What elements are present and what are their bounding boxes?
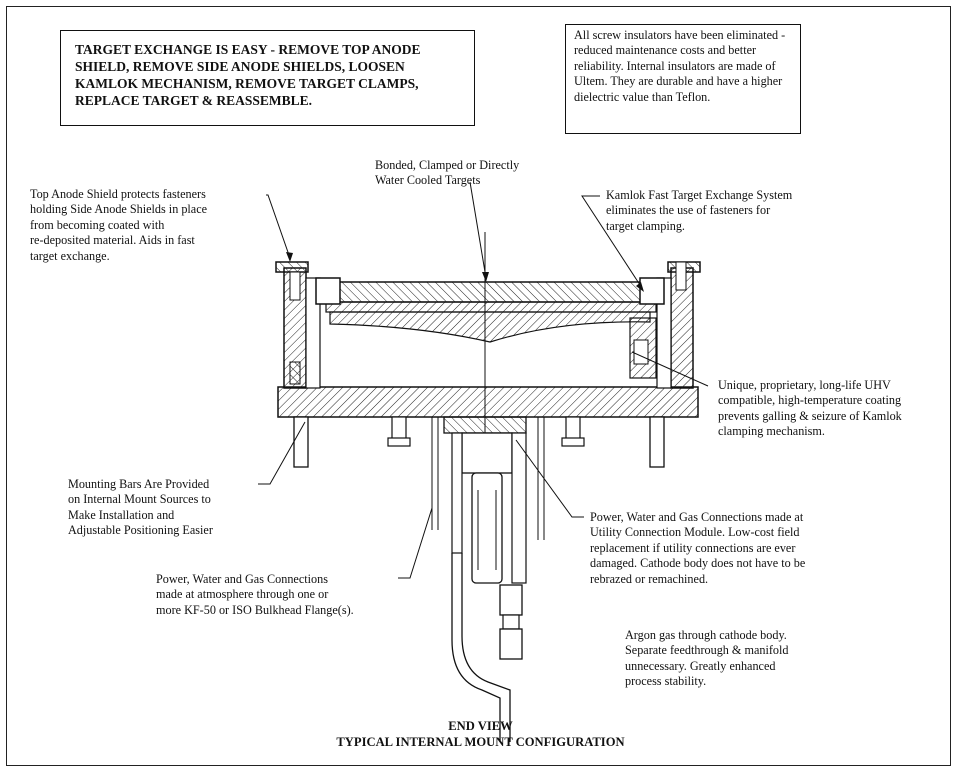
target-backing [325, 301, 657, 313]
right-mounting-bar [649, 416, 665, 468]
leader-coating [631, 351, 709, 387]
insulator-note-text: All screw insulators have been eliminate… [574, 28, 786, 104]
cathode-base-plate [277, 386, 699, 418]
utility-body [461, 432, 513, 474]
callout-atmosphere-connections: Power, Water and Gas Connections made at… [156, 572, 354, 617]
leader-mounting [258, 421, 306, 485]
leader-utility [515, 439, 584, 518]
magnet-pack [329, 311, 651, 343]
left-inner-wall [305, 277, 321, 389]
callout-bonded-targets: Bonded, Clamped or Directly Water Cooled… [375, 158, 520, 188]
left-lower-fastener [289, 361, 301, 385]
left-target-clamp [315, 277, 341, 305]
left-mounting-bar [293, 416, 309, 468]
figure-frame [6, 6, 951, 766]
left-fastener [289, 271, 301, 301]
leader-atmosphere [398, 507, 433, 579]
leader-bonded [469, 181, 487, 279]
headline-text: TARGET EXCHANGE IS EASY - REMOVE TOP ANO… [75, 42, 421, 108]
left-bolt-head [387, 437, 411, 447]
left-feed-tube [451, 432, 463, 554]
gas-fitting [511, 432, 527, 584]
kamlok-screw [633, 339, 649, 365]
right-bolt-head [561, 437, 585, 447]
leader-top-anode [266, 194, 291, 259]
swagelok-nut [499, 584, 523, 616]
callout-coating: Unique, proprietary, long-life UHV compa… [718, 378, 902, 439]
callout-top-anode-shield: Top Anode Shield protects fasteners hold… [30, 187, 208, 263]
caption-end-view: END VIEW [448, 719, 513, 733]
leader-kamlok [581, 195, 643, 289]
callout-argon: Argon gas through cathode body. Separate… [625, 628, 789, 689]
insulator-note-box: All screw insulators have been eliminate… [565, 24, 801, 134]
callout-kamlok: Kamlok Fast Target Exchange System elimi… [606, 188, 793, 233]
callout-utility-module: Power, Water and Gas Connections made at… [590, 510, 806, 586]
left-top-anode-shield [275, 261, 309, 273]
right-fastener [675, 261, 687, 291]
headline-box: TARGET EXCHANGE IS EASY - REMOVE TOP ANO… [60, 30, 475, 126]
right-target-clamp [639, 277, 665, 305]
water-fitting [471, 472, 503, 584]
utility-module [443, 416, 527, 434]
target [325, 281, 657, 303]
bent-feed-tube [451, 553, 501, 742]
callout-mounting-bars: Mounting Bars Are Provided on Internal M… [68, 477, 213, 538]
caption-configuration: TYPICAL INTERNAL MOUNT CONFIGURATION [336, 735, 625, 749]
